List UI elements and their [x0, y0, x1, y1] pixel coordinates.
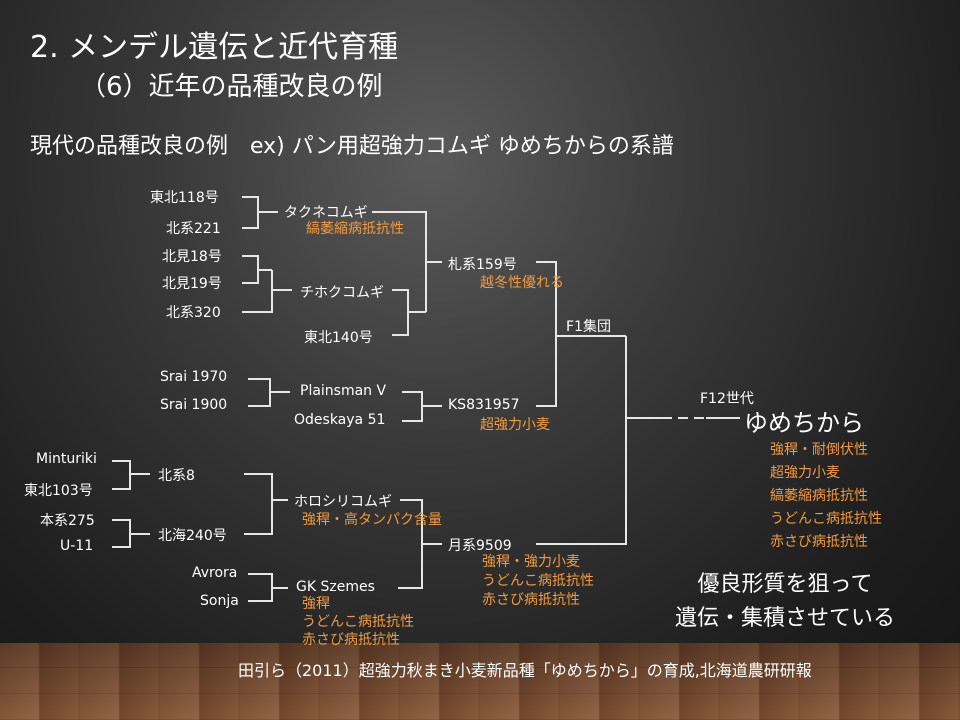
- variety-kita320: 北系320: [166, 305, 221, 321]
- variety-kitami18: 北見18号: [162, 249, 222, 265]
- trait-yume-2: 超強力小麦: [770, 465, 840, 481]
- trait-yume-3: 縞萎縮病抵抗性: [770, 488, 868, 504]
- variety-kita221: 北系221: [166, 221, 221, 237]
- trait-ks: 超強力小麦: [480, 417, 550, 433]
- slide-title: 2. メンデル遺伝と近代育種: [30, 30, 399, 65]
- variety-yumechikara: ゆめちから: [744, 409, 864, 437]
- variety-gk-szemes: GK Szemes: [296, 579, 375, 595]
- variety-odeskaya: Odeskaya 51: [294, 412, 386, 428]
- goal-line-1: 優良形質を狙って: [697, 572, 873, 597]
- trait-yume-5: 赤さび病抵抗性: [770, 534, 868, 550]
- slide-subtitle: 現代の品種改良の例 ex) パン用超強力コムギ ゆめちからの系譜: [30, 134, 674, 159]
- trait-yume-1: 強稈・耐倒伏性: [770, 442, 868, 458]
- variety-tohoku140: 東北140号: [304, 330, 373, 346]
- variety-tohoku103: 東北103号: [24, 483, 93, 499]
- variety-tsuki9509: 月系9509: [448, 538, 512, 554]
- variety-minturiki: Minturiki: [36, 451, 97, 467]
- trait-gk-2: うどんこ病抵抗性: [302, 614, 414, 630]
- trait-yume-4: うどんこ病抵抗性: [770, 511, 882, 527]
- variety-avrora: Avrora: [192, 565, 238, 581]
- variety-srai1970: Srai 1970: [160, 369, 228, 385]
- wooden-floor: [0, 643, 960, 720]
- trait-horoshiri: 強稈・高タンパク含量: [302, 512, 442, 528]
- trait-takune: 縞萎縮病抵抗性: [306, 221, 404, 237]
- citation: 田引ら（2011）超強力秋まき小麦新品種「ゆめちから」の育成,北海道農研研報: [238, 661, 812, 680]
- trait-tsuki-1: 強稈・強力小麦: [482, 554, 580, 570]
- variety-tohoku118: 東北118号: [150, 190, 219, 206]
- trait-satsu: 越冬性優れる: [480, 275, 564, 291]
- variety-takunekomugi: タクネコムギ: [284, 205, 368, 221]
- section-title: （6）近年の品種改良の例: [80, 72, 383, 102]
- f1-population: F1集団: [566, 319, 611, 335]
- variety-horoshiri: ホロシリコムギ: [294, 494, 392, 510]
- variety-sonja: Sonja: [200, 593, 239, 609]
- trait-gk-1: 強稈: [302, 596, 330, 612]
- variety-satsu159: 札系159号: [448, 257, 517, 273]
- trait-tsuki-3: 赤さび病抵抗性: [482, 592, 580, 608]
- trait-gk-3: 赤さび病抵抗性: [302, 632, 400, 645]
- variety-u11: U-11: [60, 538, 94, 554]
- variety-srai1900: Srai 1900: [160, 397, 228, 413]
- variety-kita8: 北系8: [158, 468, 195, 484]
- variety-kitami19: 北見19号: [162, 276, 222, 292]
- variety-chihokukomugi: チホクコムギ: [300, 285, 384, 301]
- goal-statement: 優良形質を狙って 遺伝・集積させている: [660, 568, 910, 636]
- variety-ks831957: KS831957: [448, 397, 520, 413]
- trait-tsuki-2: うどんこ病抵抗性: [482, 573, 594, 589]
- variety-hokkai240: 北海240号: [158, 528, 227, 544]
- variety-plainsman: Plainsman V: [300, 383, 387, 399]
- f12-generation: F12世代: [700, 391, 754, 407]
- variety-honkei275: 本系275: [40, 513, 95, 529]
- goal-line-2: 遺伝・集積させている: [674, 606, 895, 631]
